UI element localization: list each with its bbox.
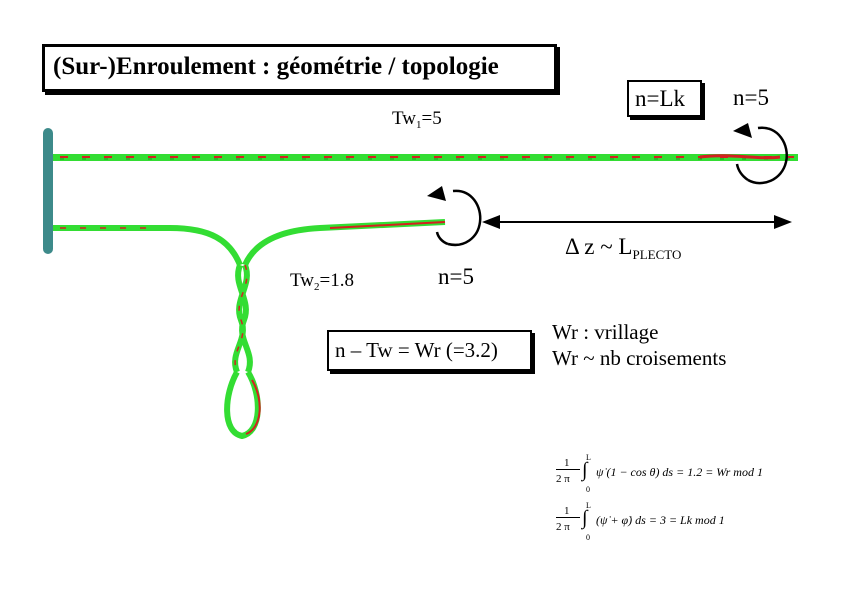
rotation-arrow-middle (427, 186, 482, 247)
n-lk-label: n=Lk (635, 86, 686, 111)
formula1-numerator: 1 (564, 457, 570, 469)
equation-box: n – Tw = Wr (=3.2) (327, 330, 532, 371)
label-tw2: Tw2=1.8 (290, 270, 354, 293)
formula2-denominator: 2 π (556, 521, 570, 533)
strand-top (53, 154, 800, 161)
formula2-fraction-bar (556, 517, 580, 518)
formula1-fraction-bar (556, 469, 580, 470)
title-box: (Sur-)Enroulement : géométrie / topologi… (42, 44, 557, 92)
label-tw1: Tw1=5 (392, 108, 442, 131)
wall-anchor (43, 128, 53, 254)
formula-writhe: 1 2 π L ∫ 0 ψ̇ (1 − cos θ) ds = 1.2 = Wr… (556, 453, 796, 503)
delta-z-arrow (482, 215, 792, 229)
formula1-lower-limit: 0 (586, 485, 590, 494)
wr-description-1: Wr : vrillage (552, 320, 659, 344)
formula1-integral-sign: ∫ (582, 459, 588, 481)
formula2-body: (ψ̇ + φ̇) ds = 3 = Lk mod 1 (596, 513, 725, 527)
formula2-numerator: 1 (564, 505, 570, 517)
formula1-denominator: 2 π (556, 473, 570, 485)
formula-linking-number: 1 2 π L ∫ 0 (ψ̇ + φ̇) ds = 3 = Lk mod 1 (556, 501, 796, 551)
slide-title: (Sur-)Enroulement : géométrie / topologi… (53, 53, 499, 80)
formula2-lower-limit: 0 (586, 533, 590, 542)
rotation-arrow-top-right (733, 123, 789, 185)
formula1-upper-limit: L (586, 453, 591, 462)
formula2-integral-sign: ∫ (582, 507, 588, 529)
wr-description-2: Wr ~ nb croisements (552, 346, 727, 370)
equation-text: n – Tw = Wr (=3.2) (335, 338, 498, 362)
formula1-body: ψ̇ (1 − cos θ) ds = 1.2 = Wr mod 1 (596, 465, 763, 479)
n-lk-box: n=Lk (627, 80, 702, 117)
label-n-middle: n=5 (438, 264, 474, 289)
label-delta-z: Δ z ~ LPLECTO (565, 234, 682, 262)
label-n-top-right: n=5 (733, 85, 769, 110)
formula2-upper-limit: L (586, 501, 591, 510)
strand-plectoneme (53, 219, 446, 440)
